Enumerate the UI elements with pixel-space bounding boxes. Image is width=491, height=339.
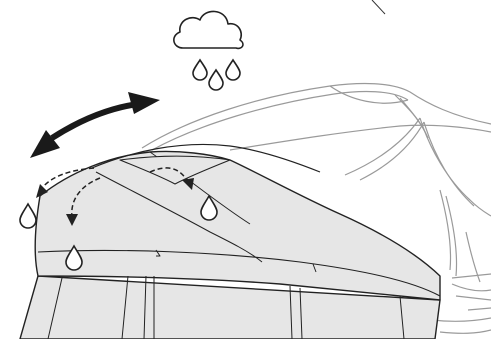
- double-headed-curved-arrow-icon: [30, 92, 160, 158]
- rain-cloud-icon: [174, 11, 243, 48]
- water-drop-icon: [209, 70, 223, 90]
- awning: [20, 144, 440, 339]
- water-drop-icon: [226, 60, 240, 80]
- water-drop-icon: [193, 60, 207, 80]
- water-drop-icon: [20, 204, 36, 228]
- rain-drops: [193, 60, 240, 90]
- edge-line: [372, 0, 385, 14]
